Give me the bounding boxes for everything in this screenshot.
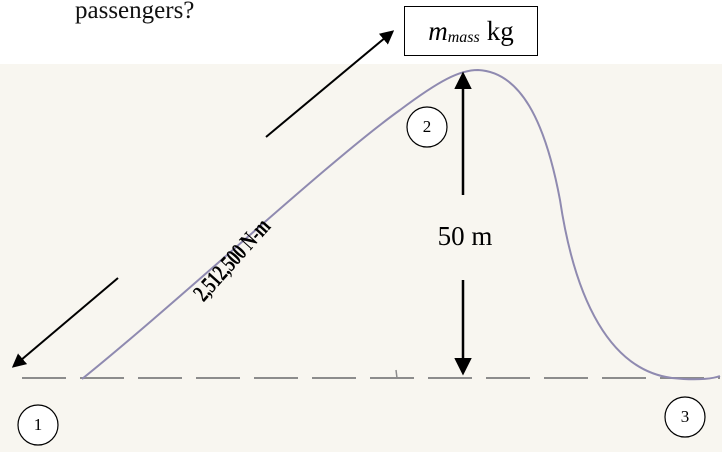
point-3-circle (664, 396, 706, 438)
work-arrow-lower (11, 277, 119, 368)
mass-unit: kg (486, 15, 514, 46)
question-text: passengers? (75, 0, 195, 24)
point-2-circle (406, 106, 448, 148)
point-3-label: 3 (680, 407, 690, 426)
point-2-label: 2 (422, 117, 432, 136)
photo-background (0, 64, 722, 452)
work-arrow-upper (265, 30, 395, 138)
ground-step (395, 369, 398, 379)
height-label: 50 m (420, 221, 510, 252)
mass-subscript: mass (447, 29, 480, 46)
coaster-track (81, 68, 721, 381)
point-1-circle (17, 404, 59, 446)
point-1-label: 1 (33, 415, 43, 434)
mass-variable: m (428, 15, 448, 46)
